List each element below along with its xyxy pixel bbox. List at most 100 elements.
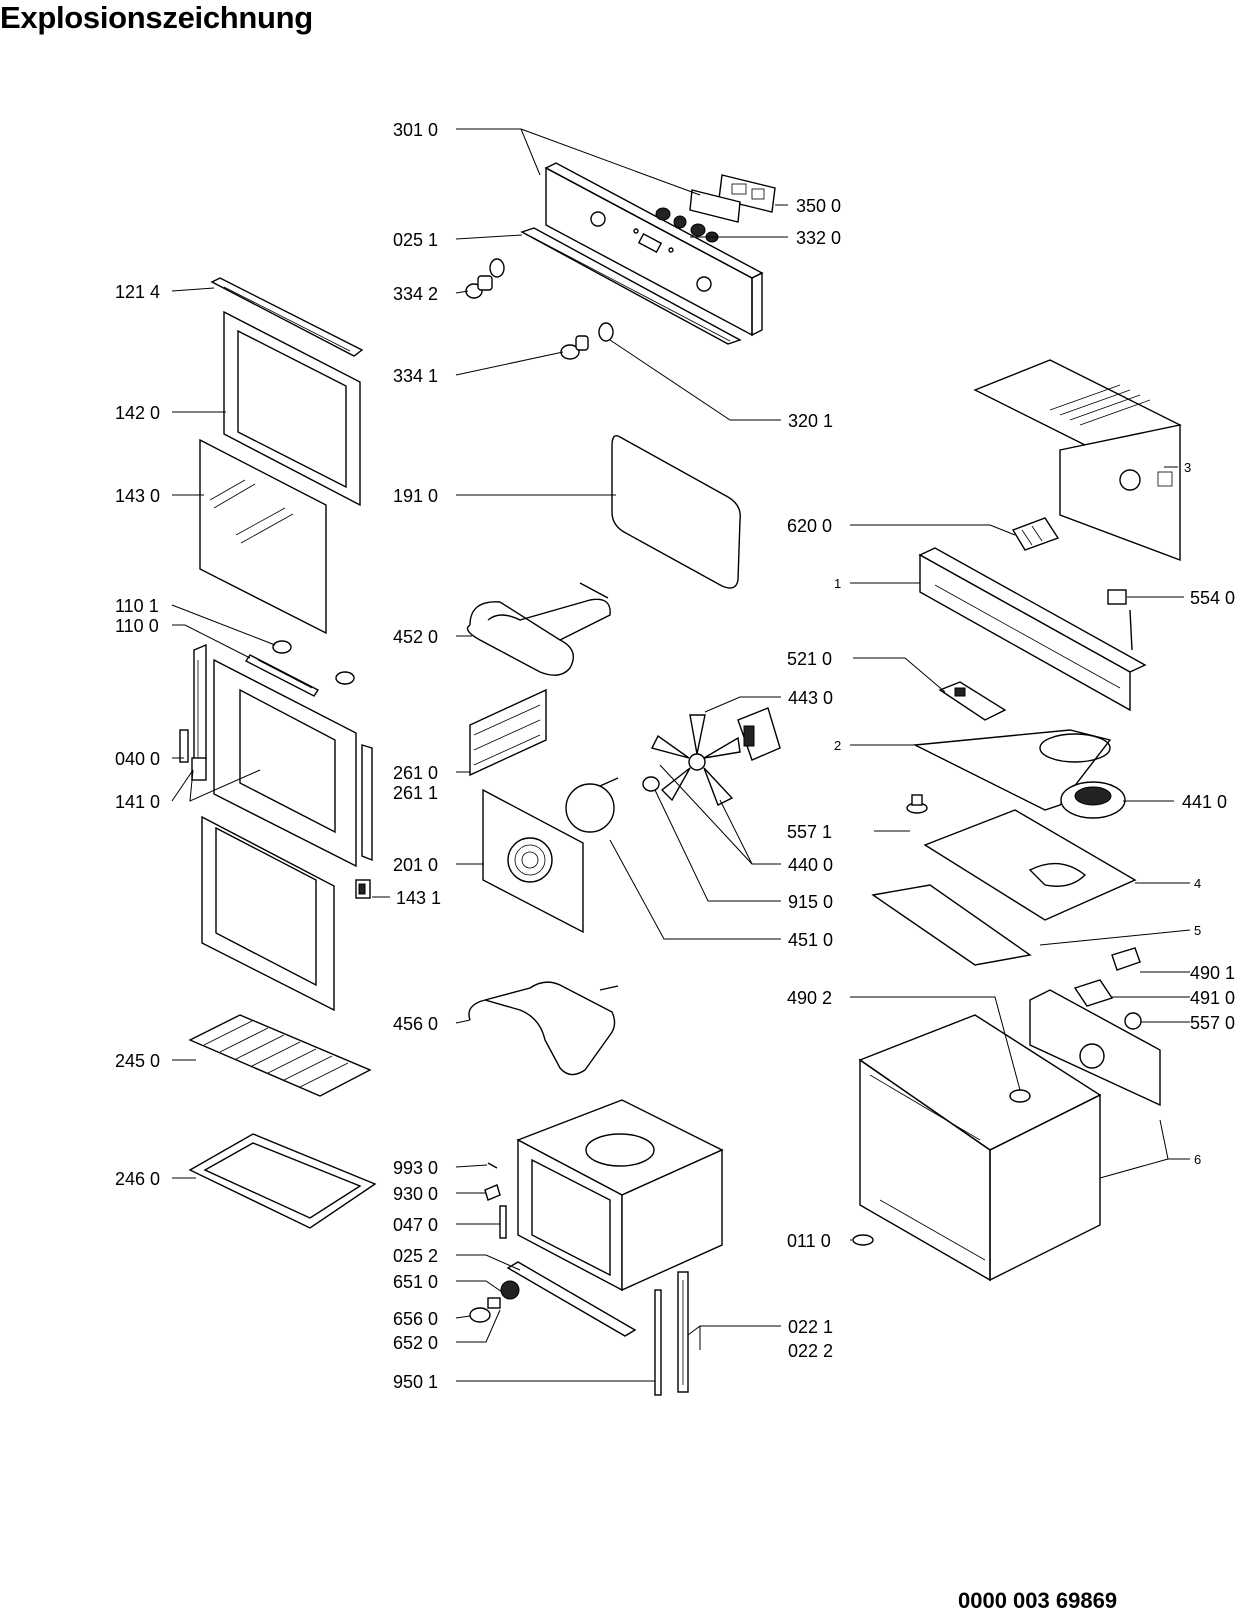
callout-label: 320 1	[788, 411, 833, 431]
callout-label: 2	[834, 738, 841, 753]
tangential-fan-part	[1060, 781, 1126, 819]
fan-blade-part	[650, 714, 741, 806]
rail-part	[520, 227, 742, 345]
callout-label: 440 0	[788, 855, 833, 875]
cover-plate-part	[923, 809, 1137, 921]
bottom-heating-element-part	[468, 981, 619, 1076]
document-number: 0000 003 69869	[958, 1588, 1118, 1613]
callout-label: 656 0	[393, 1309, 438, 1329]
callout-label: 011 0	[787, 1231, 831, 1251]
bracket-part	[484, 1184, 501, 1201]
oven-cavity-part	[516, 1099, 724, 1292]
top-heating-element-part	[466, 582, 611, 676]
oven-rack-part	[188, 1014, 372, 1097]
rear-panel-part	[482, 788, 584, 934]
strip-part	[499, 1205, 507, 1239]
knob-shaft-part	[469, 1280, 520, 1323]
outer-door-glass-part	[223, 310, 361, 507]
callout-label: 1	[834, 576, 841, 591]
callout-label: 451 0	[788, 930, 833, 950]
callout-label: 4	[1194, 876, 1201, 891]
shelf-runners-part	[469, 688, 547, 777]
terminal-block-part	[1011, 517, 1060, 551]
front-strip-part	[871, 884, 1032, 966]
callout-label: 025 1	[393, 230, 438, 250]
door-gasket-part	[611, 434, 741, 589]
callout-label: 110 0	[115, 616, 159, 636]
callout-label: 651 0	[393, 1272, 438, 1292]
callout-label: 490 2	[787, 988, 832, 1008]
callout-label: 441 0	[1182, 792, 1227, 812]
callout-label: 022 1	[788, 1317, 833, 1337]
door-top-trim-part	[210, 277, 364, 357]
callout-label: 950 1	[393, 1372, 438, 1392]
callout-label: 332 0	[796, 228, 841, 248]
callout-label: 191 0	[393, 486, 438, 506]
duct-part	[918, 547, 1147, 712]
callout-label: 301 0	[393, 120, 438, 140]
callout-label: 557 0	[1190, 1013, 1235, 1033]
callout-label: 915 0	[788, 892, 833, 912]
callout-label: 143 0	[115, 486, 160, 506]
callout-label: 110 1	[115, 596, 159, 616]
callout-label: 040 0	[115, 749, 160, 769]
baking-tray-part	[188, 1133, 377, 1229]
display-module-part	[689, 174, 776, 223]
terminal-strip-part	[1073, 979, 1114, 1007]
nut-part	[642, 776, 660, 792]
callout-label: 3	[1184, 460, 1191, 475]
callout-label: 334 2	[393, 284, 438, 304]
lamp-part-upper	[465, 258, 505, 299]
callout-label: 350 0	[796, 196, 841, 216]
screw-part	[487, 1162, 498, 1169]
hinge-part	[244, 640, 355, 697]
leader-lines	[171, 128, 1191, 1382]
page-title: Explosionszeichnung	[0, 0, 313, 35]
door-frame-lower-part	[201, 815, 335, 1012]
callout-label: 554 0	[1190, 588, 1235, 608]
thermal-fuse-part	[1124, 1012, 1142, 1030]
fan-duct-plate-part	[912, 729, 1112, 811]
foot-part	[852, 1234, 874, 1246]
callout-label: 201 0	[393, 855, 438, 875]
outer-casing-part	[858, 1014, 1102, 1282]
callout-label: 993 0	[393, 1158, 438, 1178]
callout-label: 121 4	[115, 282, 160, 302]
switch-block-part	[938, 681, 1007, 721]
lamp-part-lower	[560, 322, 614, 360]
callout-label: 141 0	[115, 792, 160, 812]
callout-label: 491 0	[1190, 988, 1235, 1008]
callout-label: 930 0	[393, 1184, 438, 1204]
callout-label: 557 1	[787, 822, 832, 842]
callout-label: 443 0	[788, 688, 833, 708]
control-panel-part	[544, 162, 764, 337]
callout-label: 620 0	[787, 516, 832, 536]
cable-clip-part	[1111, 947, 1141, 971]
callout-label: 334 1	[393, 366, 438, 386]
clip-part	[355, 879, 371, 899]
callout-label: 047 0	[393, 1215, 438, 1235]
callout-label: 143 1	[396, 888, 441, 908]
callout-label: 5	[1194, 923, 1201, 938]
callout-label: 6	[1194, 1152, 1201, 1167]
safety-thermostat-part	[906, 794, 928, 814]
callout-label: 022 2	[788, 1341, 833, 1361]
rear-wall-part	[1029, 989, 1161, 1107]
callout-label: 452 0	[393, 627, 438, 647]
callout-label: 025 2	[393, 1246, 438, 1266]
side-rails-part	[654, 1271, 689, 1396]
callout-label: 490 1	[1190, 963, 1235, 983]
inner-glass-part	[199, 438, 327, 635]
callout-label: 521 0	[787, 649, 832, 669]
callout-label: 261 0	[393, 763, 438, 783]
cooling-fan-housing-part	[973, 359, 1182, 562]
callout-label: 142 0	[115, 403, 160, 423]
callout-label: 245 0	[115, 1051, 160, 1071]
callout-label: 652 0	[393, 1333, 438, 1353]
fan-motor-part	[737, 707, 781, 761]
callout-label: 261 1	[393, 783, 438, 803]
front-bottom-rail-part	[506, 1261, 637, 1337]
callout-labels: 301 0 350 0 332 0 025 1 121 4 334 2 334 …	[115, 120, 1235, 1392]
thermostat-part	[1107, 589, 1133, 651]
